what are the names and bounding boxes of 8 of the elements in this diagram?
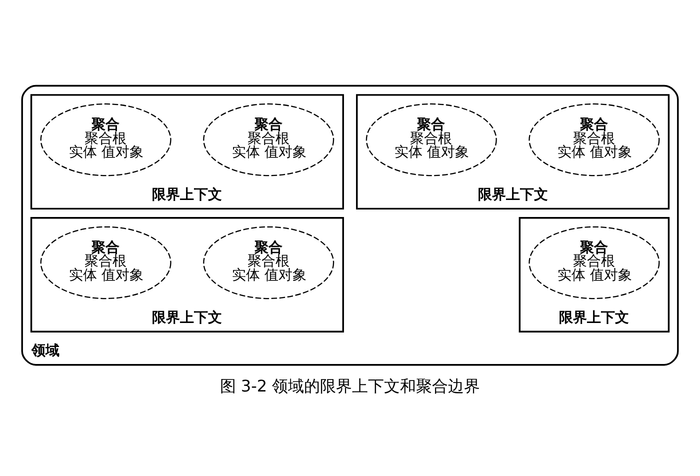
node-ellipse: 聚合 聚合根 实体 值对象 [40, 102, 172, 176]
node-ellipse: 聚合 聚合根 实体 值对象 [528, 226, 660, 299]
node-ellipse: 聚合 聚合根 实体 值对象 [203, 102, 334, 176]
caption: 图 3-2 领域的限界上下文和聚合边界 [220, 376, 480, 395]
node-ellipse: 聚合 聚合根 实体 值对象 [40, 226, 172, 299]
node-ellipse: 聚合 聚合根 实体 值对象 [366, 102, 497, 176]
node-ellipse: 聚合 聚合根 实体 值对象 [203, 226, 334, 299]
node-ellipse: 聚合 聚合根 实体 值对象 [528, 102, 660, 176]
